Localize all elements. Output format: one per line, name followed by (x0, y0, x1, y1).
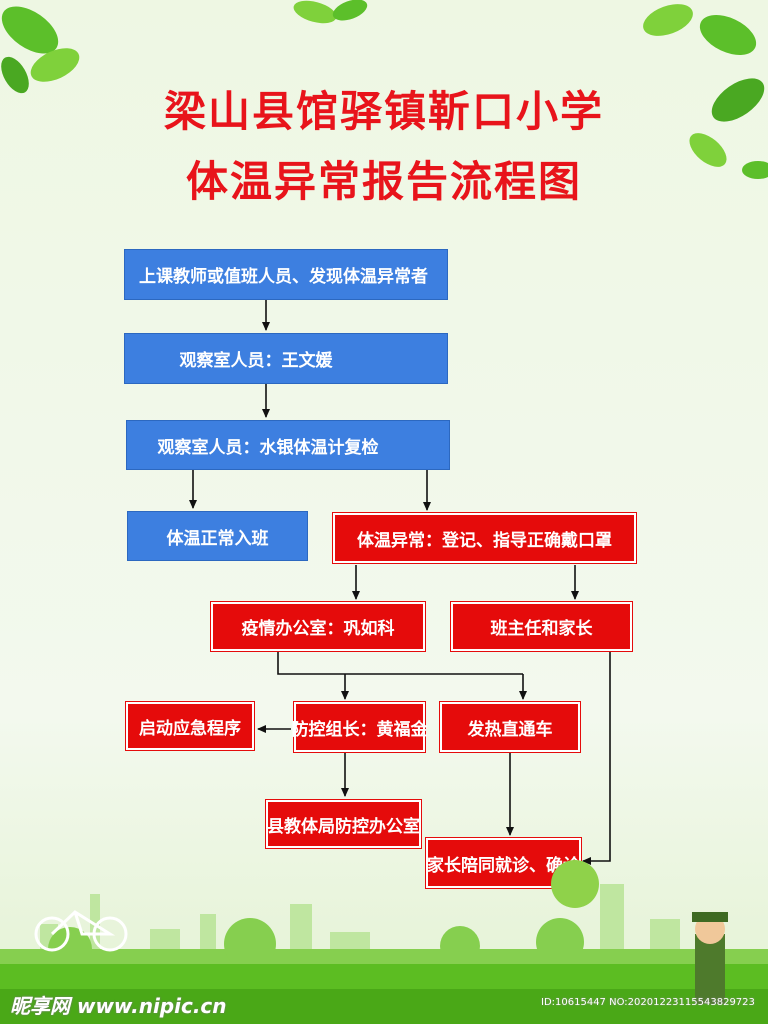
node-fever-bus: 发热直通车 (440, 702, 580, 752)
node-leader-label: 防控组长：黄福金 (291, 719, 428, 740)
page-title-line2: 体温异常报告流程图 (185, 157, 582, 206)
node-leader: 防控组长：黄福金 (291, 702, 428, 752)
node-discover: 上课教师或值班人员、发现体温异常者 (124, 249, 448, 300)
leaf-decoration-top-right (643, 4, 768, 179)
leaf-decoration-top-center (293, 0, 368, 24)
node-abnormal: 体温异常：登记、指导正确戴口罩 (333, 513, 636, 563)
node-fever-bus-label: 发热直通车 (467, 719, 553, 740)
node-county-office: 县教体局防控办公室 (266, 800, 421, 848)
line-epidemic-split (277, 652, 523, 675)
node-county-office-label: 县教体局防控办公室 (267, 816, 420, 837)
page-title-line1: 梁山县馆驿镇靳口小学 (163, 87, 604, 136)
node-observe-label: 观察室人员：王文媛 (179, 351, 333, 371)
leaf-decoration-top-left (1, 6, 80, 94)
node-teacher-parent-label: 班主任和家长 (490, 619, 593, 639)
node-epidemic-office: 疫情办公室：巩如科 (211, 602, 425, 651)
watermark-site: 昵享网 www.nipic.cn (10, 994, 227, 1018)
node-abnormal-label: 体温异常：登记、指导正确戴口罩 (357, 530, 612, 551)
node-discover-label: 上课教师或值班人员、发现体温异常者 (139, 267, 428, 287)
node-recheck-label: 观察室人员：水银体温计复检 (157, 437, 379, 458)
watermark-id: ID:10615447 NO:20201223115543829723 (541, 997, 755, 1008)
city-landscape-decoration (0, 860, 768, 1024)
arrow-teacher-hospital (582, 652, 611, 865)
node-teacher-parent: 班主任和家长 (451, 602, 632, 651)
node-normal: 体温正常入班 (127, 511, 308, 561)
node-recheck: 观察室人员：水银体温计复检 (126, 420, 450, 470)
node-emergency-label: 启动应急程序 (139, 718, 241, 739)
node-emergency: 启动应急程序 (126, 702, 254, 750)
node-normal-label: 体温正常入班 (166, 528, 269, 549)
node-epidemic-office-label: 疫情办公室：巩如科 (241, 619, 395, 639)
node-hospital-label: 家长陪同就诊、确诊 (427, 855, 580, 876)
node-observe: 观察室人员：王文媛 (124, 333, 448, 384)
